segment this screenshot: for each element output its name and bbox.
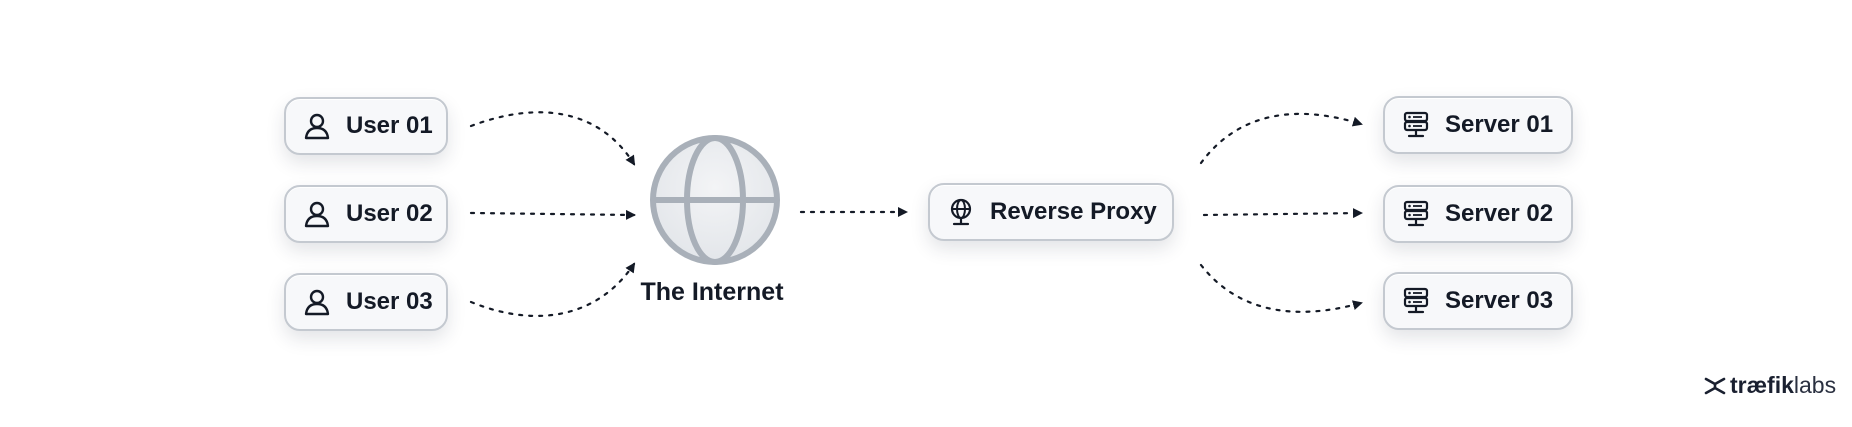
user-label: User 02 <box>346 200 433 227</box>
globe-icon <box>650 135 780 265</box>
user-label: User 01 <box>346 112 433 139</box>
arrow-user-01-to-internet <box>469 111 636 166</box>
server-node-01: Server 01 <box>1383 96 1573 154</box>
user-label: User 03 <box>346 288 433 315</box>
globe-pin-icon <box>946 197 976 227</box>
arrow-proxy-to-server-02 <box>1202 208 1363 219</box>
server-label: Server 02 <box>1445 200 1554 227</box>
internet-label: The Internet <box>640 278 784 306</box>
reverse-proxy-node: Reverse Proxy <box>928 183 1174 241</box>
server-node-03: Server 03 <box>1383 272 1573 330</box>
user-node-02: User 02 <box>284 185 448 243</box>
server-icon <box>1401 199 1431 229</box>
user-icon <box>302 199 332 229</box>
arrow-proxy-to-server-03 <box>1199 263 1363 313</box>
arrow-user-02-to-internet <box>469 209 636 220</box>
arrow-user-03-to-internet <box>469 262 636 318</box>
user-icon <box>302 287 332 317</box>
user-node-03: User 03 <box>284 273 448 331</box>
brand-name-bold: træfik <box>1730 372 1794 398</box>
traefik-logo-icon <box>1702 373 1728 399</box>
server-label: Server 01 <box>1445 111 1554 138</box>
user-node-01: User 01 <box>284 97 448 155</box>
user-icon <box>302 111 332 141</box>
server-label: Server 03 <box>1445 287 1554 314</box>
server-node-02: Server 02 <box>1383 185 1573 243</box>
server-icon <box>1401 110 1431 140</box>
reverse-proxy-label: Reverse Proxy <box>990 198 1157 225</box>
server-icon <box>1401 286 1431 316</box>
arrow-proxy-to-server-01 <box>1199 112 1363 165</box>
brand-name-light: labs <box>1793 372 1837 398</box>
